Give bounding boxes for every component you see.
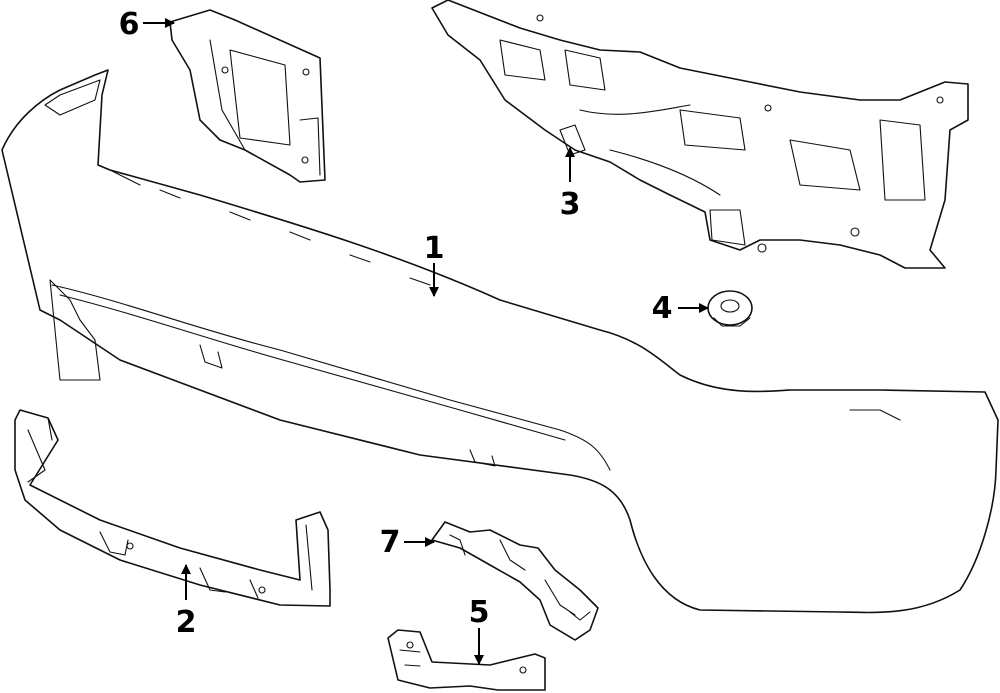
callout-3: 3 <box>560 187 581 222</box>
bumper-fascia <box>1 69 999 614</box>
grommet <box>707 290 753 327</box>
impact-bar <box>431 0 969 269</box>
side-bracket <box>169 9 326 183</box>
corner-bracket <box>431 521 599 641</box>
callout-1: 1 <box>424 231 445 266</box>
callout-5: 5 <box>469 595 490 630</box>
callout-2: 2 <box>176 605 197 640</box>
callout-4: 4 <box>652 291 673 326</box>
lower-bracket <box>387 629 546 691</box>
callout-7: 7 <box>380 525 401 560</box>
callout-6: 6 <box>119 7 140 42</box>
lower-support <box>14 409 331 607</box>
